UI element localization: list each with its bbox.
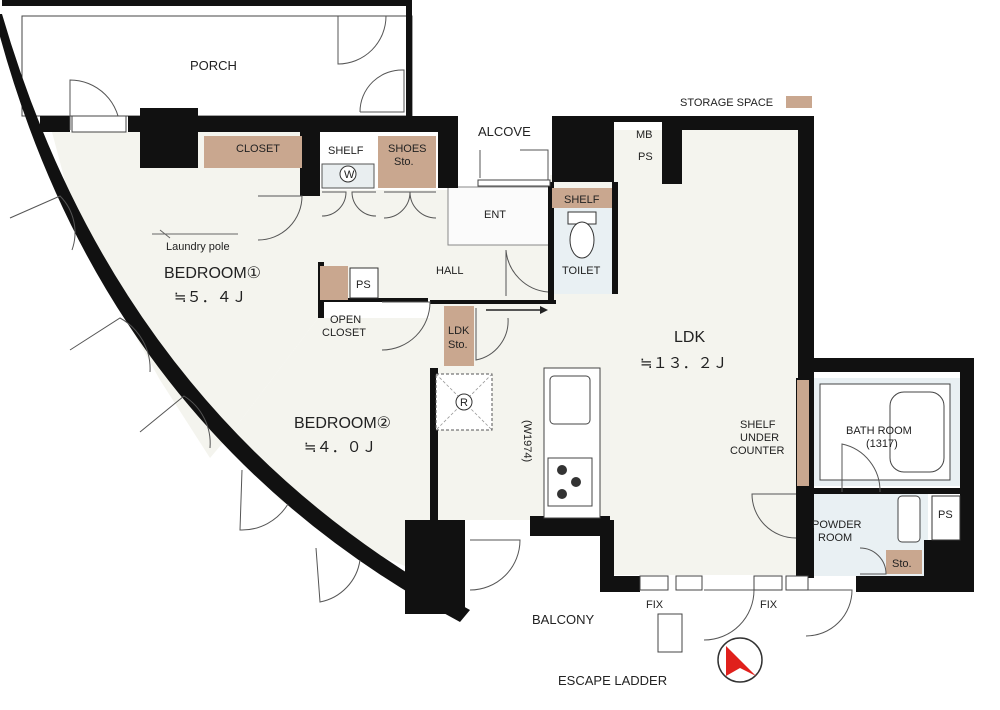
ldk-sto-label: LDK <box>448 325 470 337</box>
legend: STORAGE SPACE <box>680 96 812 109</box>
shoes-sto-label: Sto. <box>394 156 414 168</box>
walls <box>0 0 974 622</box>
fix-left-label: FIX <box>646 599 664 611</box>
legend-label: STORAGE SPACE <box>680 97 773 109</box>
windows <box>71 115 809 591</box>
shoes-storage <box>378 136 436 188</box>
ps-mid-label: PS <box>356 279 371 291</box>
ldk-label: LDK <box>674 329 705 346</box>
sink-icon <box>549 375 591 425</box>
sto-small-label: Sto. <box>892 558 912 570</box>
fix-right-label: FIX <box>760 599 778 611</box>
porch-label: PORCH <box>190 58 237 73</box>
closet-label: CLOSET <box>236 143 280 155</box>
washer-icon <box>339 165 357 183</box>
shelf-under-counter-storage <box>797 380 809 486</box>
alcove-label: ALCOVE <box>478 124 531 139</box>
stove-icon <box>547 457 593 507</box>
bedroom2-label: BEDROOM② <box>294 415 391 432</box>
kitchen-width-label: (W1974) <box>521 420 533 462</box>
open-closet-storage <box>320 266 348 300</box>
ent-label: ENT <box>484 209 506 221</box>
washer-label: W <box>344 169 355 181</box>
ldk-size: ≒１３．２Ｊ <box>640 354 728 372</box>
toilet-shelf-label: SHELF <box>564 194 600 206</box>
legend-swatch <box>786 96 812 108</box>
shoes-label: SHOES <box>388 143 427 155</box>
ps-right-label: PS <box>938 509 953 521</box>
compass-icon <box>717 637 763 683</box>
toilet-label: TOILET <box>562 265 601 277</box>
ldk-sto-label-2: Sto. <box>448 339 468 351</box>
basin-icon <box>897 495 921 543</box>
bath-size-label: (1317) <box>866 438 898 450</box>
storage-areas <box>204 136 922 574</box>
escape-ladder-label: ESCAPE LADDER <box>558 673 667 688</box>
fridge-label: R <box>460 397 468 409</box>
ldk-storage <box>444 306 474 366</box>
toilet-icon <box>567 211 597 259</box>
toilet-shelf-storage <box>552 188 612 208</box>
doors <box>9 15 887 641</box>
laundry-pole-label: Laundry pole <box>166 241 230 253</box>
shelf-under-counter-label-2: UNDER <box>740 432 779 444</box>
bathtub-icon <box>889 391 945 473</box>
bath-room-label: BATH ROOM <box>846 425 912 437</box>
closet-storage <box>204 136 302 168</box>
mb-label: MB <box>636 129 653 141</box>
powder-label-2: ROOM <box>818 532 852 544</box>
bedroom1-label: BEDROOM① <box>164 265 261 282</box>
shelf-under-counter-label-3: COUNTER <box>730 445 784 457</box>
powder-storage <box>886 550 922 574</box>
bedroom1-size: ≒５．４Ｊ <box>174 288 247 306</box>
shelf-label: SHELF <box>328 145 364 157</box>
open-closet-label-2: CLOSET <box>322 327 366 339</box>
ps-top-label: PS <box>638 151 653 163</box>
fridge-icon <box>455 393 473 411</box>
balcony-label: BALCONY <box>532 612 594 627</box>
shelf-under-counter-label: SHELF <box>740 419 776 431</box>
fixtures <box>152 163 961 653</box>
hall-label: HALL <box>436 265 464 277</box>
room-labels: PORCH CLOSET SHELF W SHOES Sto. ALCOVE M… <box>164 58 953 688</box>
open-closet-label: OPEN <box>330 314 361 326</box>
powder-label: POWDER <box>812 519 862 531</box>
bedroom2-size: ≒４．０Ｊ <box>304 438 377 456</box>
